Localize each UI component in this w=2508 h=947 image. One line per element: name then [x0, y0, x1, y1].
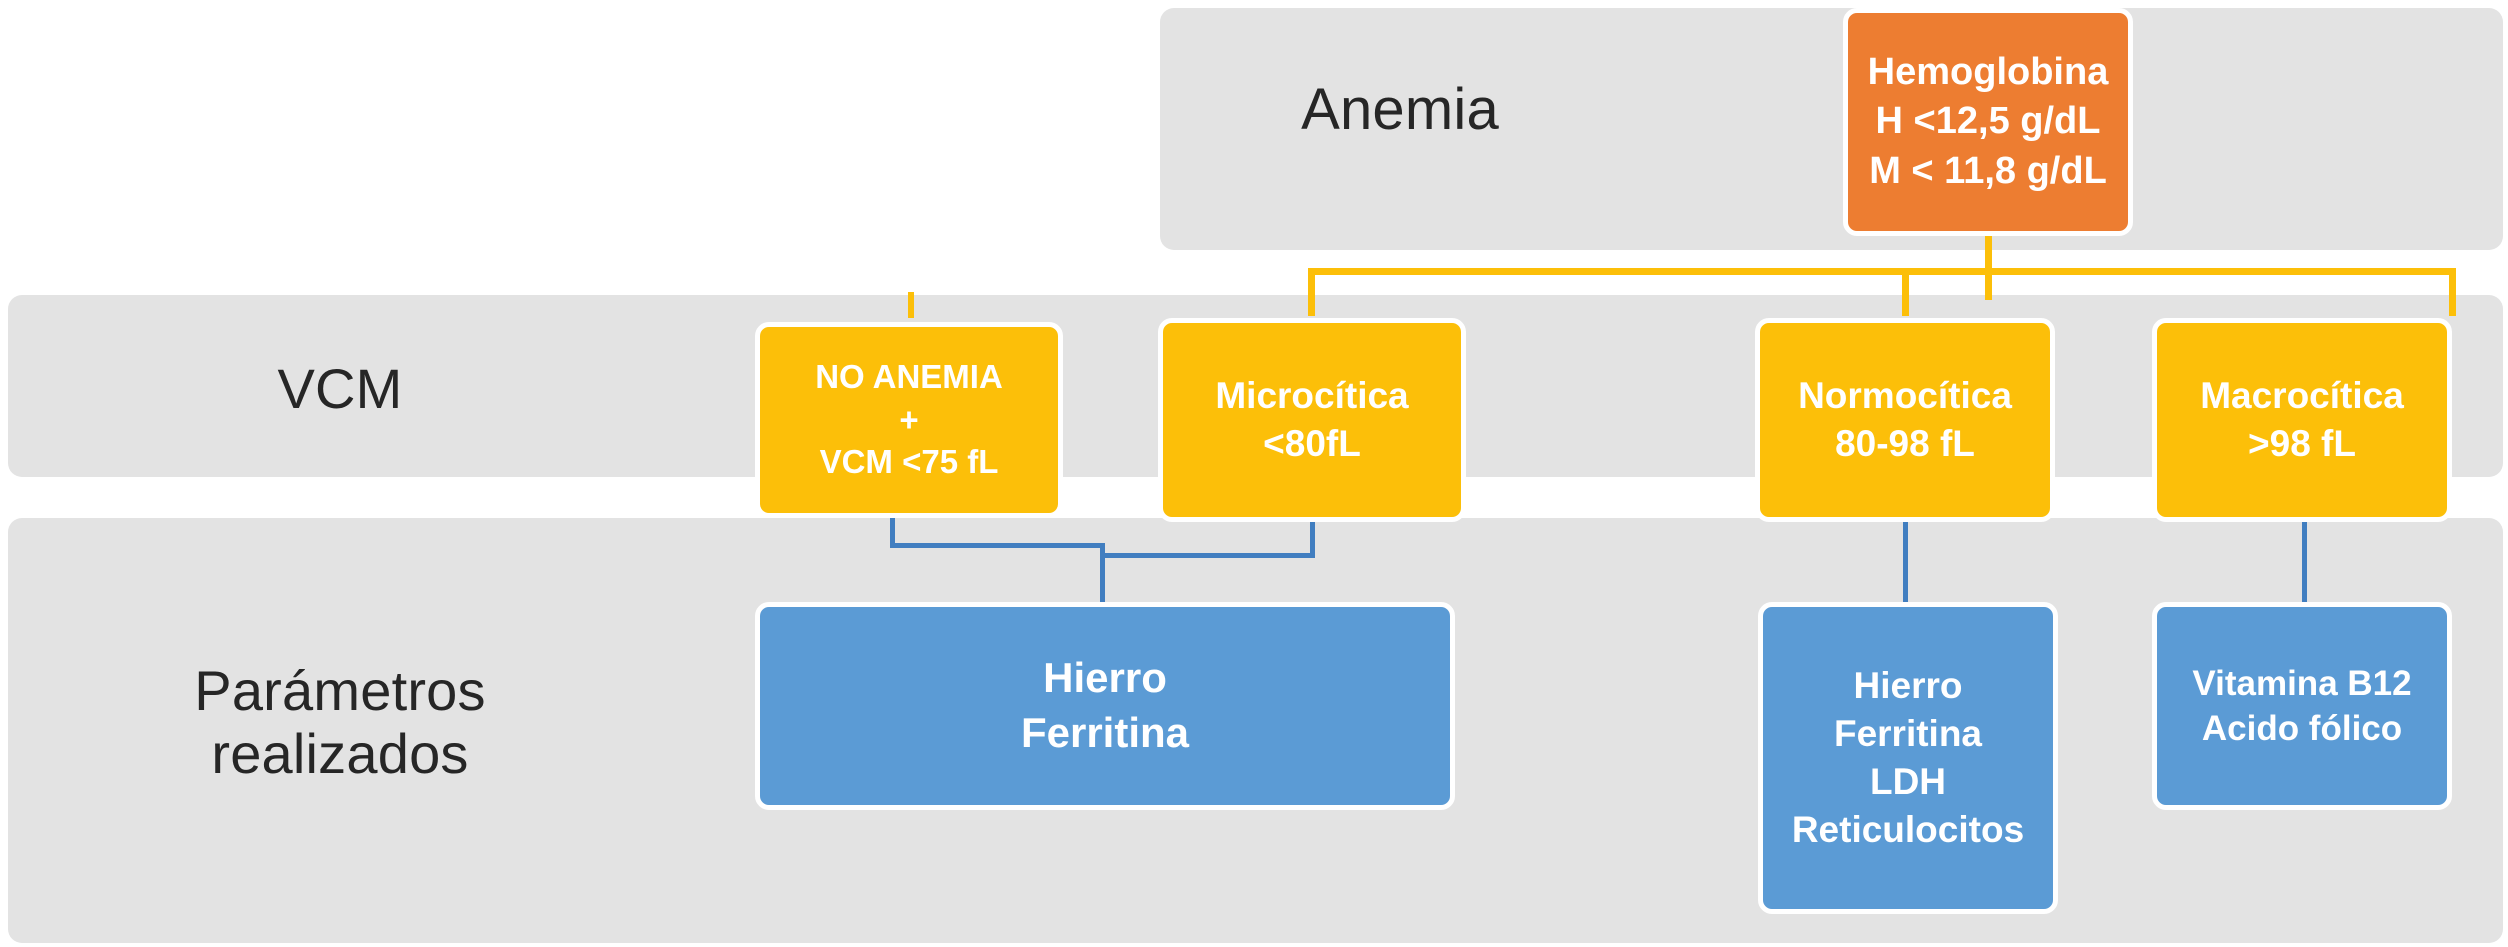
row-label-vcm: VCM: [277, 357, 403, 420]
node-params-microcitica-line-1: Hierro: [1043, 654, 1167, 702]
connector-hemoglobina-stem: [1985, 232, 1992, 300]
node-macrocitica[interactable]: Macrocítica >98 fL: [2152, 318, 2452, 522]
connector-drop-normocitica: [1902, 268, 1909, 316]
node-macrocitica-line-2: >98 fL: [2248, 423, 2356, 464]
node-params-macrocitica-line-1: Vitamina B12: [2192, 663, 2412, 703]
node-params-macrocitica-line-2: Acido fólico: [2201, 709, 2403, 748]
connector-merged-drop-params-micro: [1100, 543, 1105, 611]
node-params-normocitica-line-1: Hierro: [1853, 664, 1963, 706]
node-hemoglobina-line-3: M < 11,8 g/dL: [1869, 149, 2107, 192]
node-params-normocitica-line-3: LDH: [1869, 761, 1947, 802]
connector-drop-microcitica: [1308, 268, 1315, 316]
node-params-macrocitica[interactable]: Vitamina B12 Acido fólico: [2152, 602, 2452, 810]
row-label-parametros: Parámetros realizados: [194, 659, 486, 785]
node-params-microcitica-line-2: Ferritina: [1020, 709, 1190, 756]
connector-microcitica-across: [1100, 553, 1315, 558]
node-normocitica-line-1: Normocítica: [1798, 374, 2012, 416]
connector-drop-macrocitica: [2449, 268, 2456, 316]
node-microcitica-line-2: <80fL: [1263, 423, 1361, 464]
connector-vcm-bus: [1308, 268, 2456, 275]
node-macrocitica-line-1: Macrocítica: [2200, 374, 2404, 416]
node-microcitica-line-1: Microcítica: [1215, 374, 1409, 416]
node-hemoglobina-line-2: H <12,5 g/dL: [1875, 100, 2101, 143]
node-normocitica-line-2: 80-98 fL: [1835, 423, 1975, 464]
node-no-anemia-line-2: +: [899, 400, 919, 438]
node-params-microcitica[interactable]: Hierro Ferritina: [755, 602, 1455, 810]
node-no-anemia[interactable]: NO ANEMIA + VCM <75 fL: [755, 322, 1063, 518]
row-band-anemia: [1160, 8, 2503, 250]
node-params-normocitica[interactable]: Hierro Ferritina LDH Reticulocitos: [1758, 602, 2058, 914]
node-no-anemia-line-3: VCM <75 fL: [819, 443, 999, 481]
node-no-anemia-line-1: NO ANEMIA: [815, 357, 1003, 395]
node-hemoglobina[interactable]: Hemoglobina H <12,5 g/dL M < 11,8 g/dL: [1843, 8, 2133, 236]
node-hemoglobina-line-1: Hemoglobina: [1867, 50, 2109, 93]
connector-no-anemia-across: [890, 543, 1105, 548]
node-microcitica[interactable]: Microcítica <80fL: [1158, 318, 1466, 522]
node-normocitica[interactable]: Normocítica 80-98 fL: [1755, 318, 2055, 522]
row-label-anemia: Anemia: [1301, 77, 1499, 142]
node-params-normocitica-line-4: Reticulocitos: [1791, 809, 2025, 851]
connector-stub-no-anemia: [908, 292, 914, 318]
node-params-normocitica-line-2: Ferritina: [1833, 712, 1983, 754]
connector-macrocitica-drop: [2302, 472, 2307, 612]
connector-normocitica-drop: [1903, 472, 1908, 612]
